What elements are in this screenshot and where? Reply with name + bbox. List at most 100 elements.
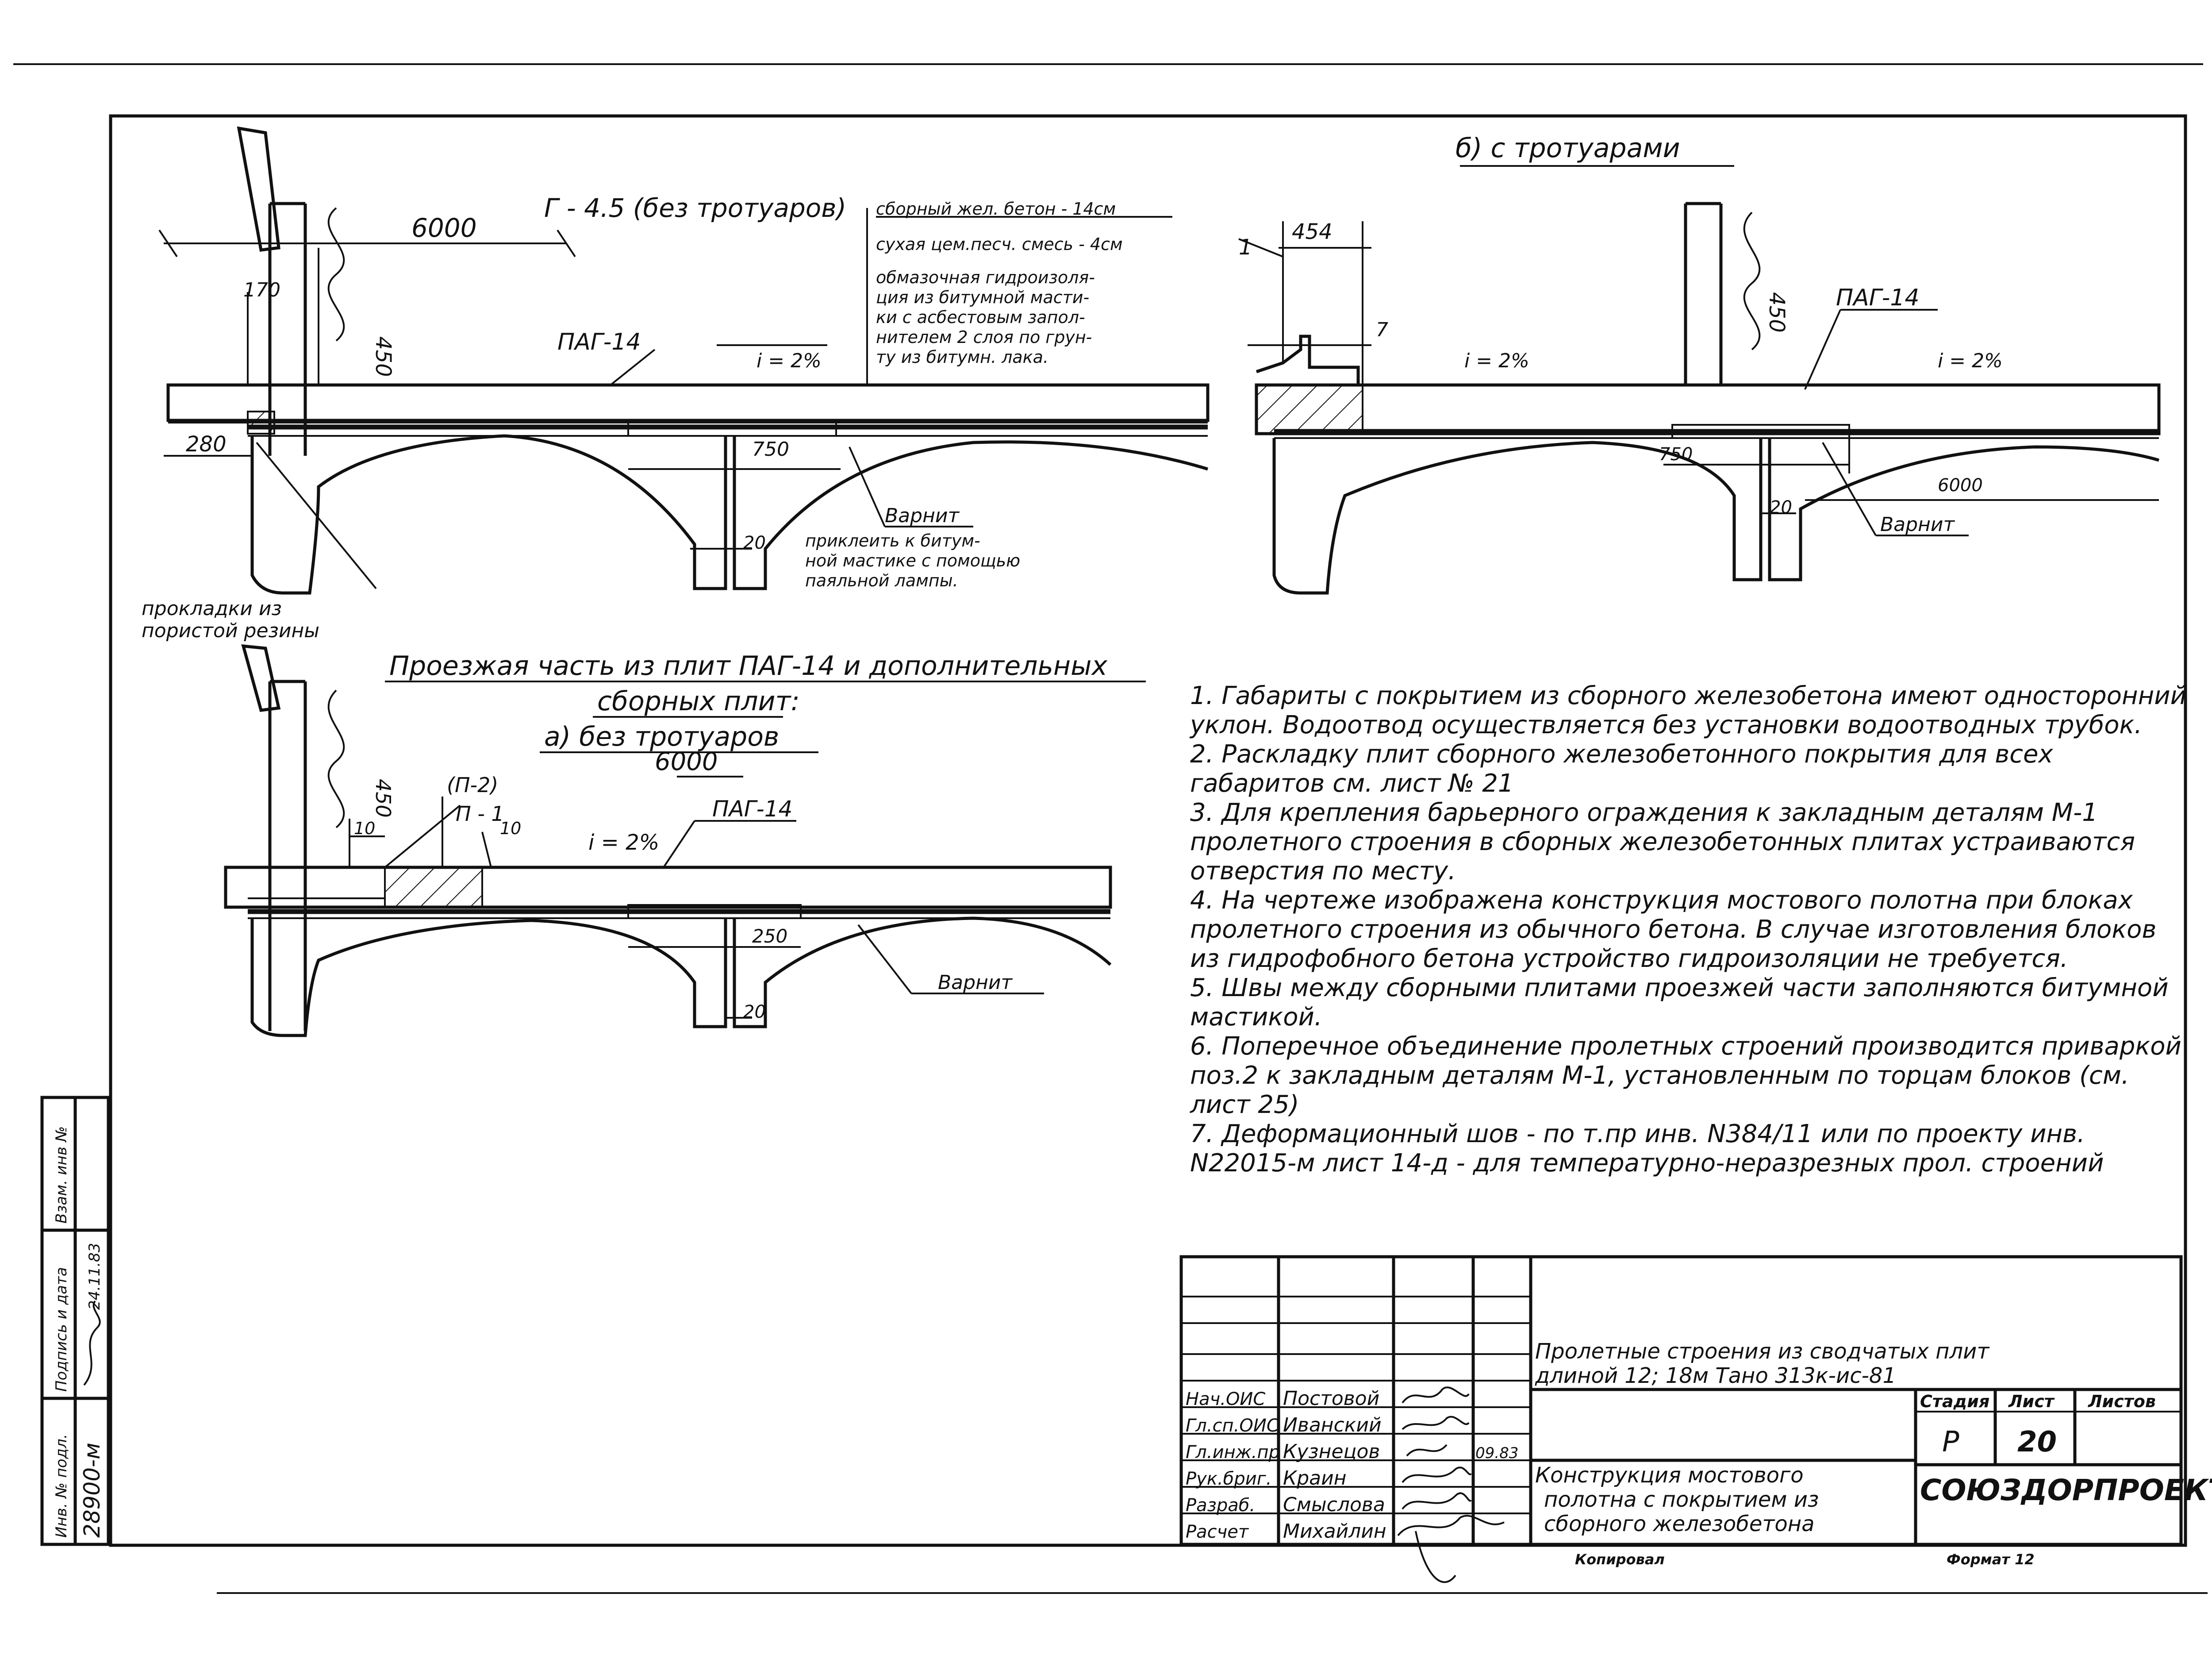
side-inv-value: 28900-м — [79, 1443, 105, 1538]
role-6: Расчет — [1186, 1522, 1249, 1542]
section-a-varnish: Варнит — [938, 971, 1013, 994]
section-a-dim-10a: 10 — [354, 819, 375, 838]
section-b-leader-1: 1 — [1239, 235, 1252, 260]
section-g-slope: i = 2% — [757, 350, 822, 372]
section-b-plate-label: ПАГ-14 — [1836, 285, 1920, 311]
section-g-plate-label: ПАГ-14 — [557, 329, 641, 355]
section-a-drawing: Проезжая часть из плит ПАГ-14 и дополнит… — [224, 644, 1146, 1037]
section-g-dim-450: 450 — [371, 336, 396, 377]
section-a-heading-1: Проезжая часть из плит ПАГ-14 и дополнит… — [389, 650, 1107, 681]
varnish-note-1: приклеить к битум- — [805, 531, 980, 550]
side-sign-label: Подпись и дата — [53, 1267, 70, 1392]
note-7: 7. Деформационный шов - по т.пр инв. N38… — [1190, 1120, 2104, 1178]
notes-block: 1. Габариты с покрытием из сборного желе… — [1190, 681, 2190, 1178]
name-3: Кузнецов — [1283, 1440, 1380, 1463]
section-b-slope-left: i = 2% — [1464, 350, 1529, 372]
section-a-dim-20: 20 — [743, 1002, 766, 1022]
section-a-dim-10b: 10 — [500, 819, 521, 838]
layer-line-2: сухая цем.песч. смесь - 4см — [876, 235, 1123, 254]
name-6: Михайлин — [1283, 1520, 1386, 1543]
signature-4 — [1402, 1466, 1472, 1483]
section-g-drawing: Г - 4.5 (без тротуаров) 6000 170 450 280… — [142, 126, 1210, 642]
copied-label: Копировал — [1575, 1551, 1665, 1568]
signature-5 — [1402, 1492, 1472, 1510]
signature-3 — [1406, 1444, 1448, 1457]
section-b-title: б) с тротуарами — [1455, 133, 1680, 164]
gasket-label-2: пористой резины — [142, 620, 319, 642]
role-1: Нач.ОИС — [1186, 1389, 1265, 1409]
role-4: Рук.бриг. — [1186, 1469, 1271, 1489]
stage-value: Р — [1942, 1426, 1959, 1459]
project-line-1: Пролетные строения из сводчатых плит — [1535, 1339, 1990, 1364]
layer-line-6: нителем 2 слоя по грун- — [876, 327, 1092, 347]
format-label: Формат 12 — [1947, 1551, 2035, 1568]
name-2: Иванский — [1283, 1414, 1382, 1436]
layer-line-5: ки с асбестовым запол- — [876, 308, 1085, 327]
signature-2 — [1402, 1416, 1470, 1430]
varnish-note-2: ной мастике с помощью — [805, 551, 1020, 570]
layer-line-1: сборный жел. бетон - 14см — [876, 199, 1116, 219]
role-3: Гл.инж.пр — [1186, 1442, 1280, 1463]
gasket-label-1: прокладки из — [142, 597, 282, 620]
sheet-title-1: Конструкция мостового — [1535, 1463, 1804, 1488]
signature-1 — [1402, 1386, 1470, 1404]
sheet-value: 20 — [2017, 1426, 2057, 1459]
note-4: 4. На чертеже изображена конструкция мос… — [1190, 886, 2157, 973]
section-g-dim-750: 750 — [752, 438, 789, 461]
note-1: 1. Габариты с покрытием из сборного желе… — [1190, 681, 2187, 739]
side-replace-label: Взам. инв № — [53, 1126, 70, 1224]
section-b-dim-454: 454 — [1292, 219, 1333, 244]
date-value: 09.83 — [1475, 1444, 1518, 1462]
layer-line-3: обмазочная гидроизоля- — [876, 268, 1095, 287]
layer-line-4: ция из битумной масти- — [876, 288, 1089, 307]
name-5: Смыслова — [1283, 1493, 1385, 1516]
organization-name: СОЮЗДОРПРОЕКТ — [1920, 1473, 2212, 1507]
side-stamp: Инв. № подл. 28900-м Подпись и дата 24.1… — [40, 1096, 110, 1546]
drawing-frame — [109, 114, 2187, 1547]
side-inv-label: Инв. № подл. — [53, 1434, 70, 1538]
sheet-label: Лист — [2008, 1392, 2055, 1411]
project-line-2: длиной 12; 18м Тано 313к-ис-81 — [1535, 1363, 1896, 1388]
section-g-dim-6000: 6000 — [411, 213, 477, 243]
role-5: Разраб. — [1186, 1495, 1255, 1516]
side-signature — [83, 1300, 101, 1386]
section-b-dim-450: 450 — [1764, 292, 1789, 333]
note-2: 2. Раскладку плит сборного железобетонно… — [1190, 740, 2053, 798]
railing-element — [237, 126, 280, 252]
note-5: 5. Швы между сборными плитами проезжей ч… — [1190, 974, 2169, 1031]
section-b-varnish: Варнит — [1880, 513, 1955, 536]
section-a-dim-250: 250 — [752, 925, 787, 947]
section-b-dim-20: 20 — [1770, 497, 1792, 518]
varnish-note-3: паяльной лампы. — [805, 571, 958, 590]
signature-6 — [1397, 1515, 1505, 1583]
sheet-title-2: полотна с покрытием из — [1544, 1487, 1819, 1512]
side-date-value: 24.11.83 — [86, 1243, 104, 1310]
sheets-label: Листов — [2088, 1392, 2156, 1411]
role-2: Гл.сп.ОИС — [1186, 1416, 1279, 1436]
deck-slab — [166, 383, 1210, 422]
section-b-dim-6000: 6000 — [1938, 475, 1983, 496]
name-4: Краин — [1283, 1467, 1347, 1490]
section-a-dim-6000: 6000 — [655, 747, 718, 776]
section-g-dim-280: 280 — [186, 432, 227, 457]
section-g-dim-170: 170 — [243, 279, 280, 301]
section-b-drawing: б) с тротуарами 454 1 7 450 ПАГ-14 i = 2… — [1238, 133, 2161, 595]
name-1: Постовой — [1283, 1387, 1379, 1410]
section-a-p1: П - 1 — [456, 802, 504, 826]
section-a-dim-450: 450 — [371, 779, 395, 818]
section-b-slope-right: i = 2% — [1938, 350, 2003, 372]
note-6: 6. Поперечное объединение пролетных стро… — [1190, 1032, 2181, 1119]
title-block: Пролетные строения из сводчатых плит дли… — [1179, 1255, 2212, 1583]
section-b-dim-7: 7 — [1376, 319, 1388, 341]
section-a-p2: (П-2) — [447, 773, 498, 797]
section-a-subtitle: а) без тротуаров — [544, 721, 779, 752]
section-a-slope: i = 2% — [588, 830, 659, 855]
sheet-title-3: сборного железобетона — [1544, 1512, 1815, 1536]
layer-line-7: ту из битумн. лака. — [876, 347, 1048, 367]
section-a-plate-label: ПАГ-14 — [712, 796, 792, 822]
section-a-heading-2: сборных плит: — [597, 686, 800, 717]
guardrail-wave — [327, 207, 345, 342]
section-b-dim-750: 750 — [1659, 444, 1693, 465]
